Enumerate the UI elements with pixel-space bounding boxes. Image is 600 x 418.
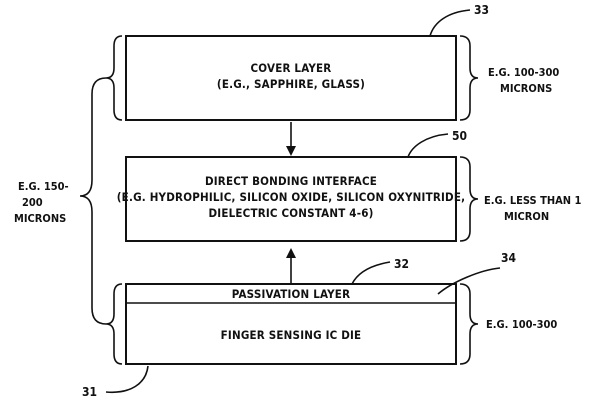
assembly-ref-leader (105, 365, 149, 393)
passivation-edge-ref-leader (437, 267, 501, 295)
cover-layer-ref: 33 (474, 3, 489, 17)
ic-die-label: FINGER SENSING IC DIE (221, 328, 362, 342)
die-thickness-value: E.G. 100-300 (486, 318, 557, 331)
assembly-ref: 31 (82, 385, 97, 399)
bonding-interface-ref-leader (407, 133, 449, 158)
passivation-ref-leader (351, 261, 391, 285)
total-thickness-value: E.G. 150- (18, 180, 69, 193)
cover-layer: COVER LAYER (E.G., SAPPHIRE, GLASS) (125, 35, 457, 121)
passivation-edge-ref: 34 (501, 251, 517, 265)
bonding-interface: DIRECT BONDING INTERFACE (E.G. HYDROPHIL… (117, 156, 465, 242)
cover-layer-material: (E.G., SAPPHIRE, GLASS) (217, 77, 365, 91)
bonding-interface-box (125, 156, 457, 242)
bonding-interface-ref: 50 (452, 129, 467, 143)
cover-thickness-brace (459, 35, 479, 121)
bonding-thickness-value: E.G. LESS THAN 1 (484, 194, 582, 207)
arrow-down (286, 122, 296, 156)
cover-layer-ref-leader (429, 9, 471, 37)
cover-thickness-unit: MICRONS (500, 82, 552, 95)
total-thickness-value-cont: 200 (22, 196, 43, 209)
cover-left-brace (105, 35, 123, 121)
passivation-ref: 32 (394, 257, 409, 271)
ic-die-box (125, 283, 457, 365)
arrow-up (286, 248, 296, 283)
total-thickness-brace (79, 77, 107, 325)
total-thickness-unit: MICRONS (14, 212, 66, 225)
bonding-interface-dielectric: DIELECTRIC CONSTANT 4-6) (208, 206, 373, 220)
passivation-layer-label: PASSIVATION LAYER (232, 287, 351, 301)
bonding-interface-title: DIRECT BONDING INTERFACE (205, 174, 377, 188)
cover-thickness-value: E.G. 100-300 (488, 66, 559, 79)
bonding-thickness-brace (459, 156, 479, 242)
bonding-thickness-unit: MICRON (504, 210, 549, 223)
ic-die-stack: PASSIVATION LAYER FINGER SENSING IC DIE (125, 283, 457, 365)
bonding-interface-materials: (E.G. HYDROPHILIC, SILICON OXIDE, SILICO… (117, 190, 465, 204)
die-thickness-brace (459, 283, 479, 365)
cover-layer-box (125, 35, 457, 121)
die-left-brace (105, 283, 123, 365)
cover-layer-title: COVER LAYER (251, 61, 332, 75)
